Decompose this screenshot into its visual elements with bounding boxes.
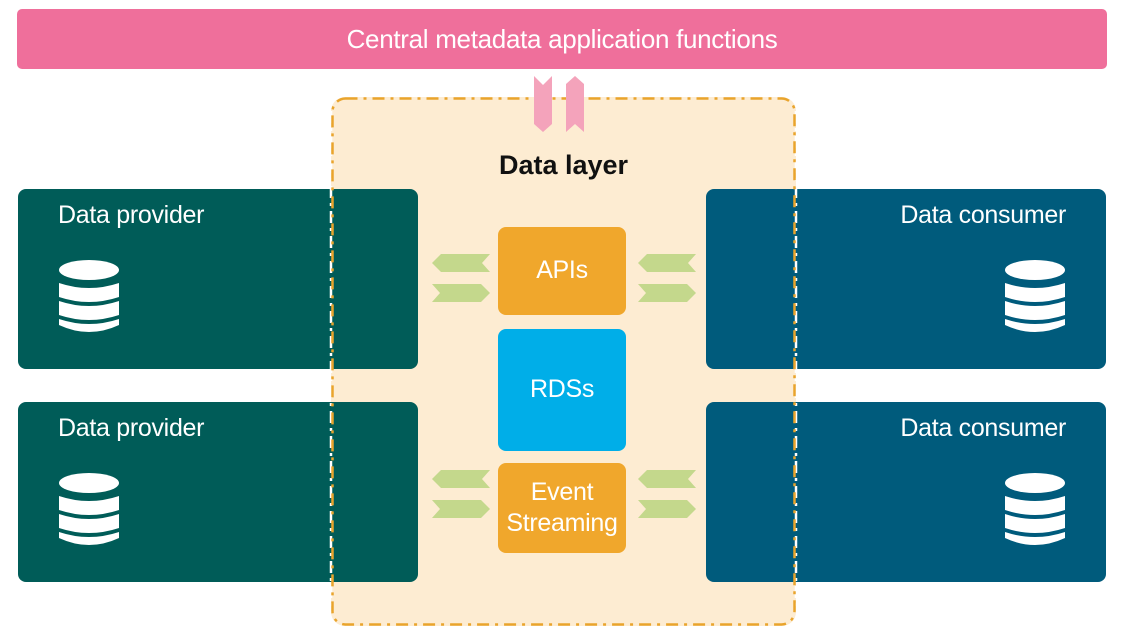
event-streaming-box: Event Streaming bbox=[498, 463, 626, 553]
database-icon bbox=[59, 260, 119, 332]
central-metadata-label: Central metadata application functions bbox=[346, 23, 778, 54]
bidirectional-arrows-icon bbox=[432, 254, 490, 302]
rds-label: RDSs bbox=[529, 375, 595, 404]
bidirectional-pink-arrows-icon bbox=[534, 76, 584, 132]
rds-box: RDSs bbox=[498, 329, 626, 451]
data-consumer-panel: Data consumer bbox=[706, 402, 1106, 582]
apis-box: APIs bbox=[498, 227, 626, 315]
data-layer-boundary-left bbox=[329, 111, 333, 612]
database-icon bbox=[1005, 260, 1065, 332]
bidirectional-arrows-icon bbox=[432, 470, 490, 518]
data-layer-title: Data layer bbox=[498, 150, 629, 180]
bidirectional-arrows-icon bbox=[638, 470, 696, 518]
database-icon bbox=[1005, 473, 1065, 545]
bidirectional-arrows-icon bbox=[638, 254, 696, 302]
event-streaming-label-line1: Event bbox=[530, 477, 594, 506]
data-provider-label: Data provider bbox=[58, 201, 205, 229]
database-icon bbox=[59, 473, 119, 545]
event-streaming-label-line2: Streaming bbox=[506, 509, 618, 537]
data-provider-panel: Data provider bbox=[18, 402, 418, 582]
apis-label: APIs bbox=[536, 256, 588, 285]
central-metadata-bar: Central metadata application functions bbox=[17, 9, 1107, 69]
data-provider-label: Data provider bbox=[58, 414, 205, 442]
data-consumer-label: Data consumer bbox=[900, 201, 1066, 229]
data-provider-panel: Data provider bbox=[18, 189, 418, 369]
data-consumer-panel: Data consumer bbox=[706, 189, 1106, 369]
data-consumer-label: Data consumer bbox=[900, 414, 1066, 442]
data-layer-boundary-right bbox=[794, 111, 798, 612]
